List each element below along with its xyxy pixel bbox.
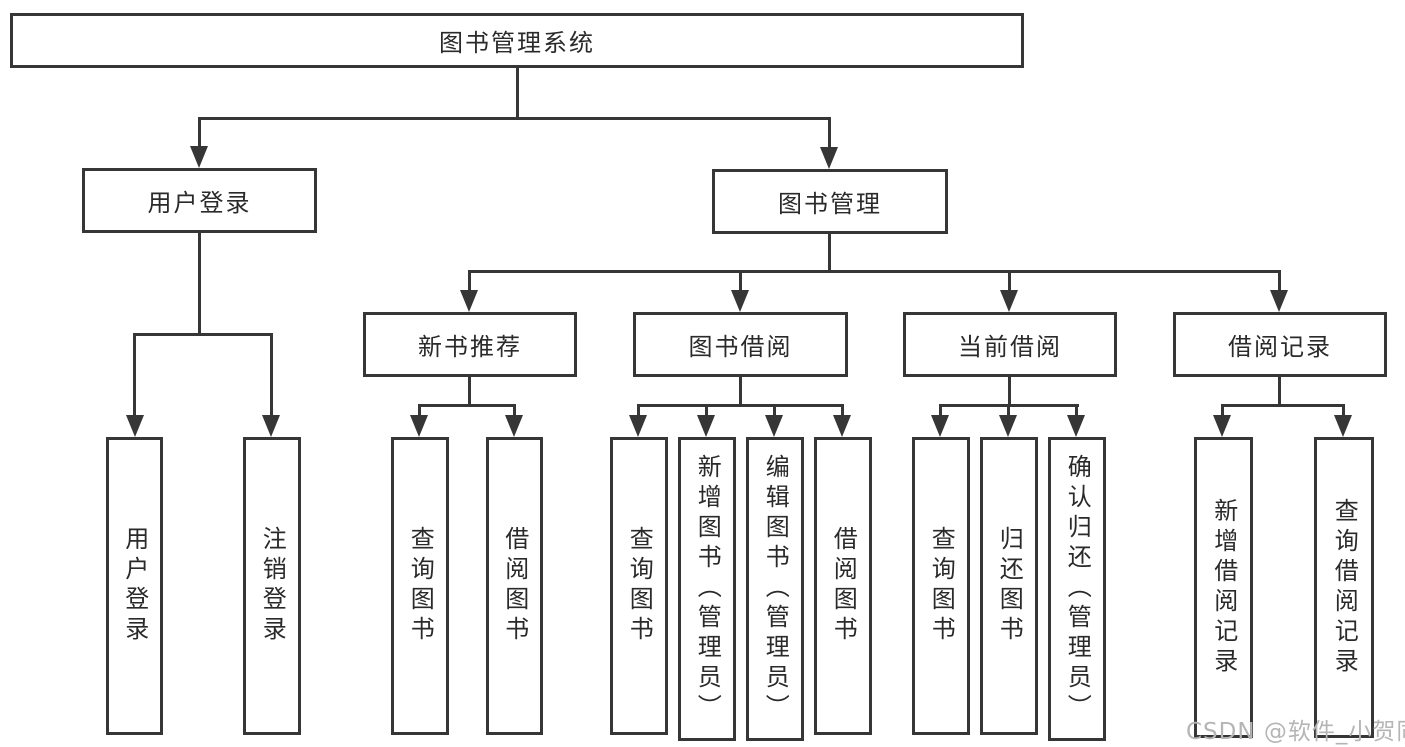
connector-line xyxy=(841,404,844,417)
connector-line xyxy=(198,117,831,120)
connector-line xyxy=(1075,404,1078,417)
arrow-down-icon xyxy=(629,415,647,437)
connector-line xyxy=(1007,404,1010,417)
node-label: 借阅记录 xyxy=(1228,333,1332,361)
connector-line xyxy=(637,404,640,417)
connector-line xyxy=(468,377,471,407)
connector-line xyxy=(739,377,742,407)
node-label: 图书借阅 xyxy=(688,333,793,361)
watermark: CSDN @软件_小贺同学 xyxy=(1186,719,1405,745)
connector-line xyxy=(133,333,273,336)
node-new-book-recommend: 新书推荐 xyxy=(363,312,577,377)
arrow-down-icon xyxy=(1213,415,1231,437)
connector-line xyxy=(1278,270,1281,292)
leaf-borrow-books: 借阅图书 xyxy=(486,437,543,735)
connector-line xyxy=(828,117,831,148)
leaf-label: 注销登录 xyxy=(258,526,287,646)
arrow-down-icon xyxy=(505,415,523,437)
node-user-login: 用户登录 xyxy=(82,168,317,233)
leaf-label: 新增借阅记录 xyxy=(1209,497,1238,678)
node-current-borrowing: 当前借阅 xyxy=(903,312,1117,377)
arrow-down-icon xyxy=(931,415,949,437)
leaf-confirm-return-admin: 确认归还（管理员） xyxy=(1048,437,1106,741)
leaf-label: 借阅图书 xyxy=(500,526,529,646)
arrow-down-icon xyxy=(731,290,749,312)
leaf-user-login: 用户登录 xyxy=(106,437,163,735)
arrow-down-icon xyxy=(126,415,144,437)
arrow-down-icon xyxy=(820,147,838,169)
connector-line xyxy=(939,404,942,417)
arrow-down-icon xyxy=(833,415,851,437)
connector-line xyxy=(705,404,708,417)
connector-line xyxy=(1008,377,1011,407)
arrow-down-icon xyxy=(262,415,280,437)
node-book-management: 图书管理 xyxy=(712,169,948,234)
node-label: 图书管理 xyxy=(778,190,882,218)
leaf-label: 编辑图书（管理员） xyxy=(761,454,790,724)
arrow-down-icon xyxy=(697,415,715,437)
connector-line xyxy=(198,117,201,147)
connector-line xyxy=(418,404,421,417)
leaf-borrow-books: 借阅图书 xyxy=(814,437,872,735)
connector-line xyxy=(513,404,516,417)
node-label: 图书管理系统 xyxy=(439,29,595,57)
connector-line xyxy=(133,333,136,417)
leaf-label: 查询借阅记录 xyxy=(1330,497,1359,678)
arrow-down-icon xyxy=(1067,415,1085,437)
connector-line xyxy=(828,234,831,273)
arrow-down-icon xyxy=(999,415,1017,437)
leaf-add-book-admin: 新增图书（管理员） xyxy=(678,437,736,741)
leaf-label: 查询图书 xyxy=(625,526,654,646)
arrow-down-icon xyxy=(190,146,208,168)
leaf-label: 归还图书 xyxy=(995,526,1024,646)
leaf-edit-book-admin: 编辑图书（管理员） xyxy=(746,437,804,741)
node-label: 用户登录 xyxy=(147,189,252,217)
arrow-down-icon xyxy=(460,290,478,312)
leaf-label: 确认归还（管理员） xyxy=(1063,454,1092,724)
arrow-down-icon xyxy=(765,415,783,437)
leaf-label: 新增图书（管理员） xyxy=(693,454,722,724)
leaf-logout: 注销登录 xyxy=(243,437,301,735)
arrow-down-icon xyxy=(1270,290,1288,312)
node-library-management-system: 图书管理系统 xyxy=(10,13,1024,68)
node-label: 新书推荐 xyxy=(418,333,522,361)
leaf-query-borrow-record: 查询借阅记录 xyxy=(1314,437,1374,738)
connector-line xyxy=(468,270,471,292)
node-borrowing-records: 借阅记录 xyxy=(1173,312,1387,377)
leaf-return-books: 归还图书 xyxy=(980,437,1038,735)
connector-line xyxy=(1221,404,1224,417)
arrow-down-icon xyxy=(410,415,428,437)
node-label: 当前借阅 xyxy=(958,333,1062,361)
connector-line xyxy=(198,233,201,336)
arrow-down-icon xyxy=(1334,415,1352,437)
connector-line xyxy=(739,270,742,292)
connector-line xyxy=(418,404,516,407)
leaf-label: 用户登录 xyxy=(120,526,149,646)
connector-line xyxy=(773,404,776,417)
connector-line xyxy=(468,270,1281,273)
connector-line xyxy=(1221,404,1345,407)
node-book-borrowing: 图书借阅 xyxy=(633,312,848,377)
leaf-query-books: 查询图书 xyxy=(391,437,449,735)
leaf-label: 借阅图书 xyxy=(829,526,858,646)
connector-line xyxy=(1278,377,1281,407)
connector-line xyxy=(516,68,519,120)
connector-line xyxy=(1342,404,1345,417)
leaf-query-books: 查询图书 xyxy=(912,437,970,735)
connector-line xyxy=(637,404,844,407)
connector-line xyxy=(270,333,273,417)
leaf-add-borrow-record: 新增借阅记录 xyxy=(1194,437,1253,738)
leaf-label: 查询图书 xyxy=(927,526,956,646)
leaf-label: 查询图书 xyxy=(406,526,435,646)
connector-line xyxy=(1008,270,1011,292)
leaf-query-books: 查询图书 xyxy=(610,437,668,735)
arrow-down-icon xyxy=(1000,290,1018,312)
